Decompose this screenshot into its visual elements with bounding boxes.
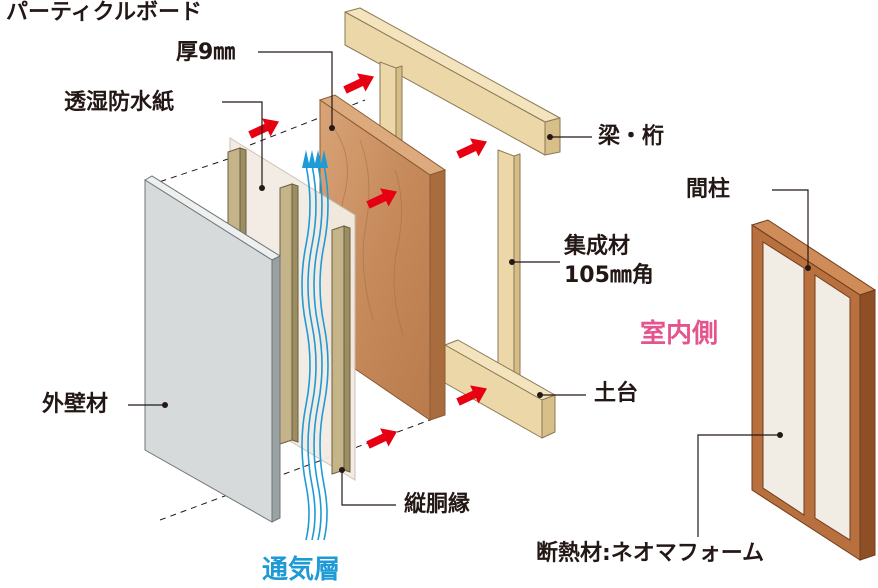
- stud-label: 間柱: [686, 177, 731, 202]
- thickness-label: 厚9㎜: [176, 40, 236, 65]
- red-arrow: [456, 385, 488, 406]
- airflow-lines: [301, 164, 329, 541]
- red-arrow: [366, 188, 398, 209]
- beam-label: 梁・桁: [598, 124, 665, 149]
- furring-strip-label: 縦胴縁: [404, 492, 471, 517]
- leader-dots: [162, 125, 811, 473]
- insulation-label: 断熱材:ネオマフォーム: [536, 541, 765, 566]
- glulam-label: 集成材: [564, 234, 631, 259]
- glulam-size-label: 105㎜角: [564, 263, 654, 288]
- particle-board-panel: [318, 94, 447, 421]
- leader-lines: [128, 51, 809, 537]
- particle-board-label: パーティクルボード: [6, 0, 203, 25]
- exterior-wall-label: 外壁材: [42, 392, 109, 417]
- red-arrow: [456, 138, 488, 159]
- red-arrow: [248, 118, 280, 139]
- exterior-wall-board: [144, 175, 282, 523]
- insulation-panel-right: [814, 274, 851, 541]
- interior-insulation-frame: [750, 219, 877, 561]
- post-right: [497, 149, 515, 393]
- ventilation-layer-label: 通気層: [262, 555, 341, 585]
- red-arrow: [366, 428, 398, 449]
- indoor-side-label: 室内側: [640, 319, 719, 349]
- waterproof-paper-label: 透湿防水紙: [64, 90, 175, 115]
- post-right-side: [513, 153, 521, 393]
- beam-top: [344, 7, 561, 123]
- airflow-arrowheads: [302, 150, 328, 168]
- insulation-panel-left: [762, 241, 805, 516]
- red-arrow: [343, 73, 375, 94]
- sill-end: [541, 394, 556, 439]
- assembly-arrows: [248, 73, 488, 449]
- sill-label: 土台: [594, 381, 639, 406]
- sill-front: [444, 344, 543, 439]
